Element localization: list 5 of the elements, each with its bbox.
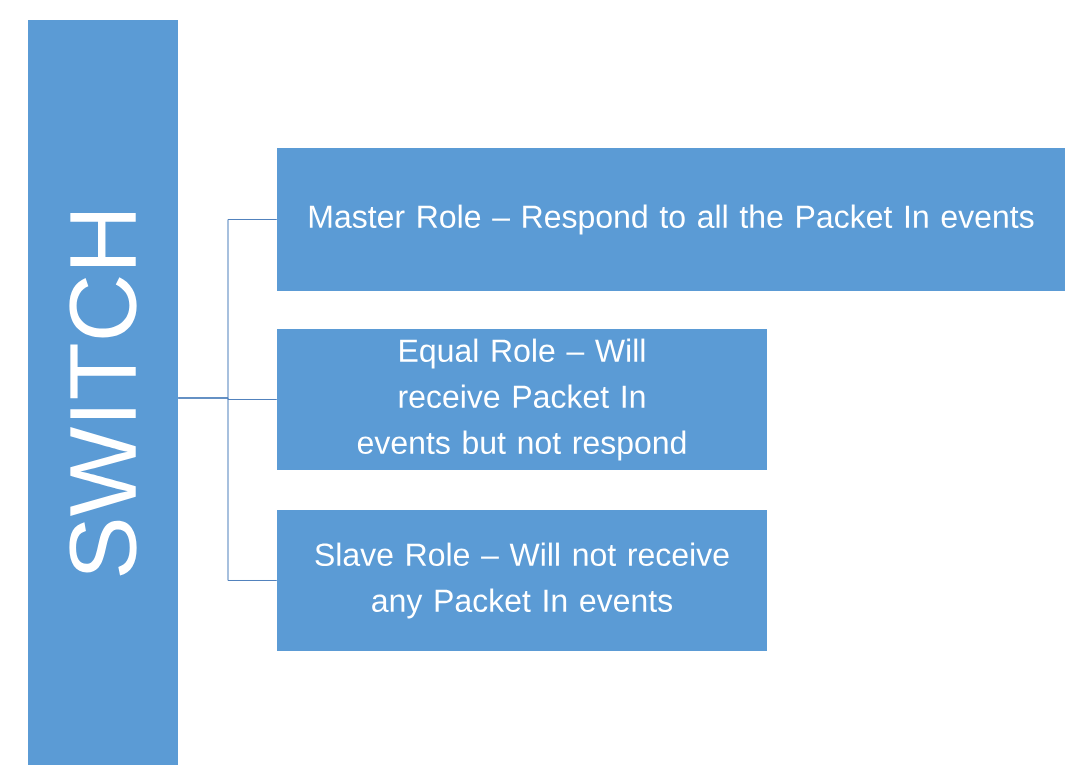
role-box: Slave Role – Will not receive any Packet In events <box>277 510 767 651</box>
role-box: Equal Role – Will receive Packet In events but not respond <box>277 329 767 470</box>
switch-box: SWITCH <box>28 20 178 765</box>
role-box: Master Role – Respond to all the Packet In events <box>277 148 1065 291</box>
connector-line <box>177 397 278 581</box>
